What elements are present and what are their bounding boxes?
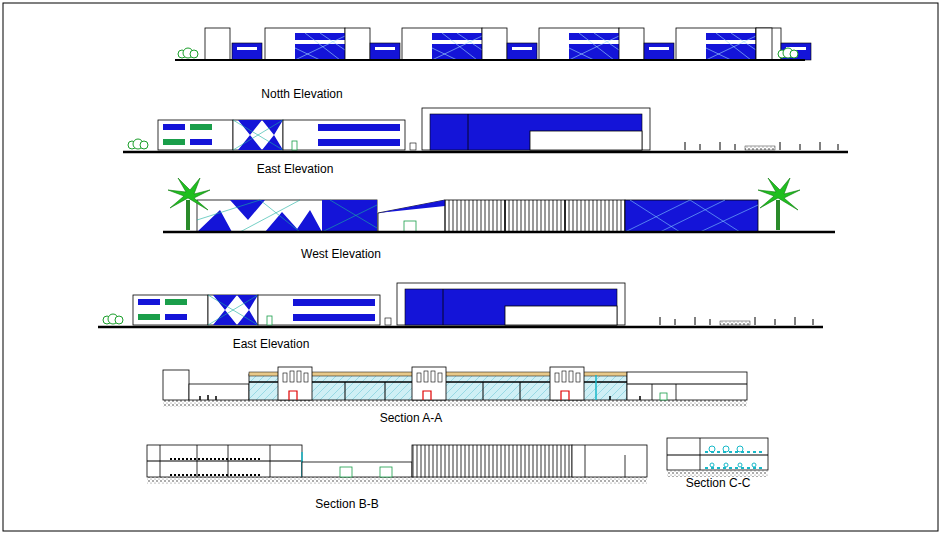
view-title: Section A-A — [380, 411, 443, 425]
view-title: East Elevation — [233, 337, 310, 351]
view-title: Section B-B — [315, 497, 378, 511]
view-title: West Elevation — [301, 247, 381, 261]
view-title: Notth Elevation — [261, 87, 342, 101]
view-title: East Elevation — [257, 162, 334, 176]
view-title: Section C-C — [686, 476, 751, 490]
